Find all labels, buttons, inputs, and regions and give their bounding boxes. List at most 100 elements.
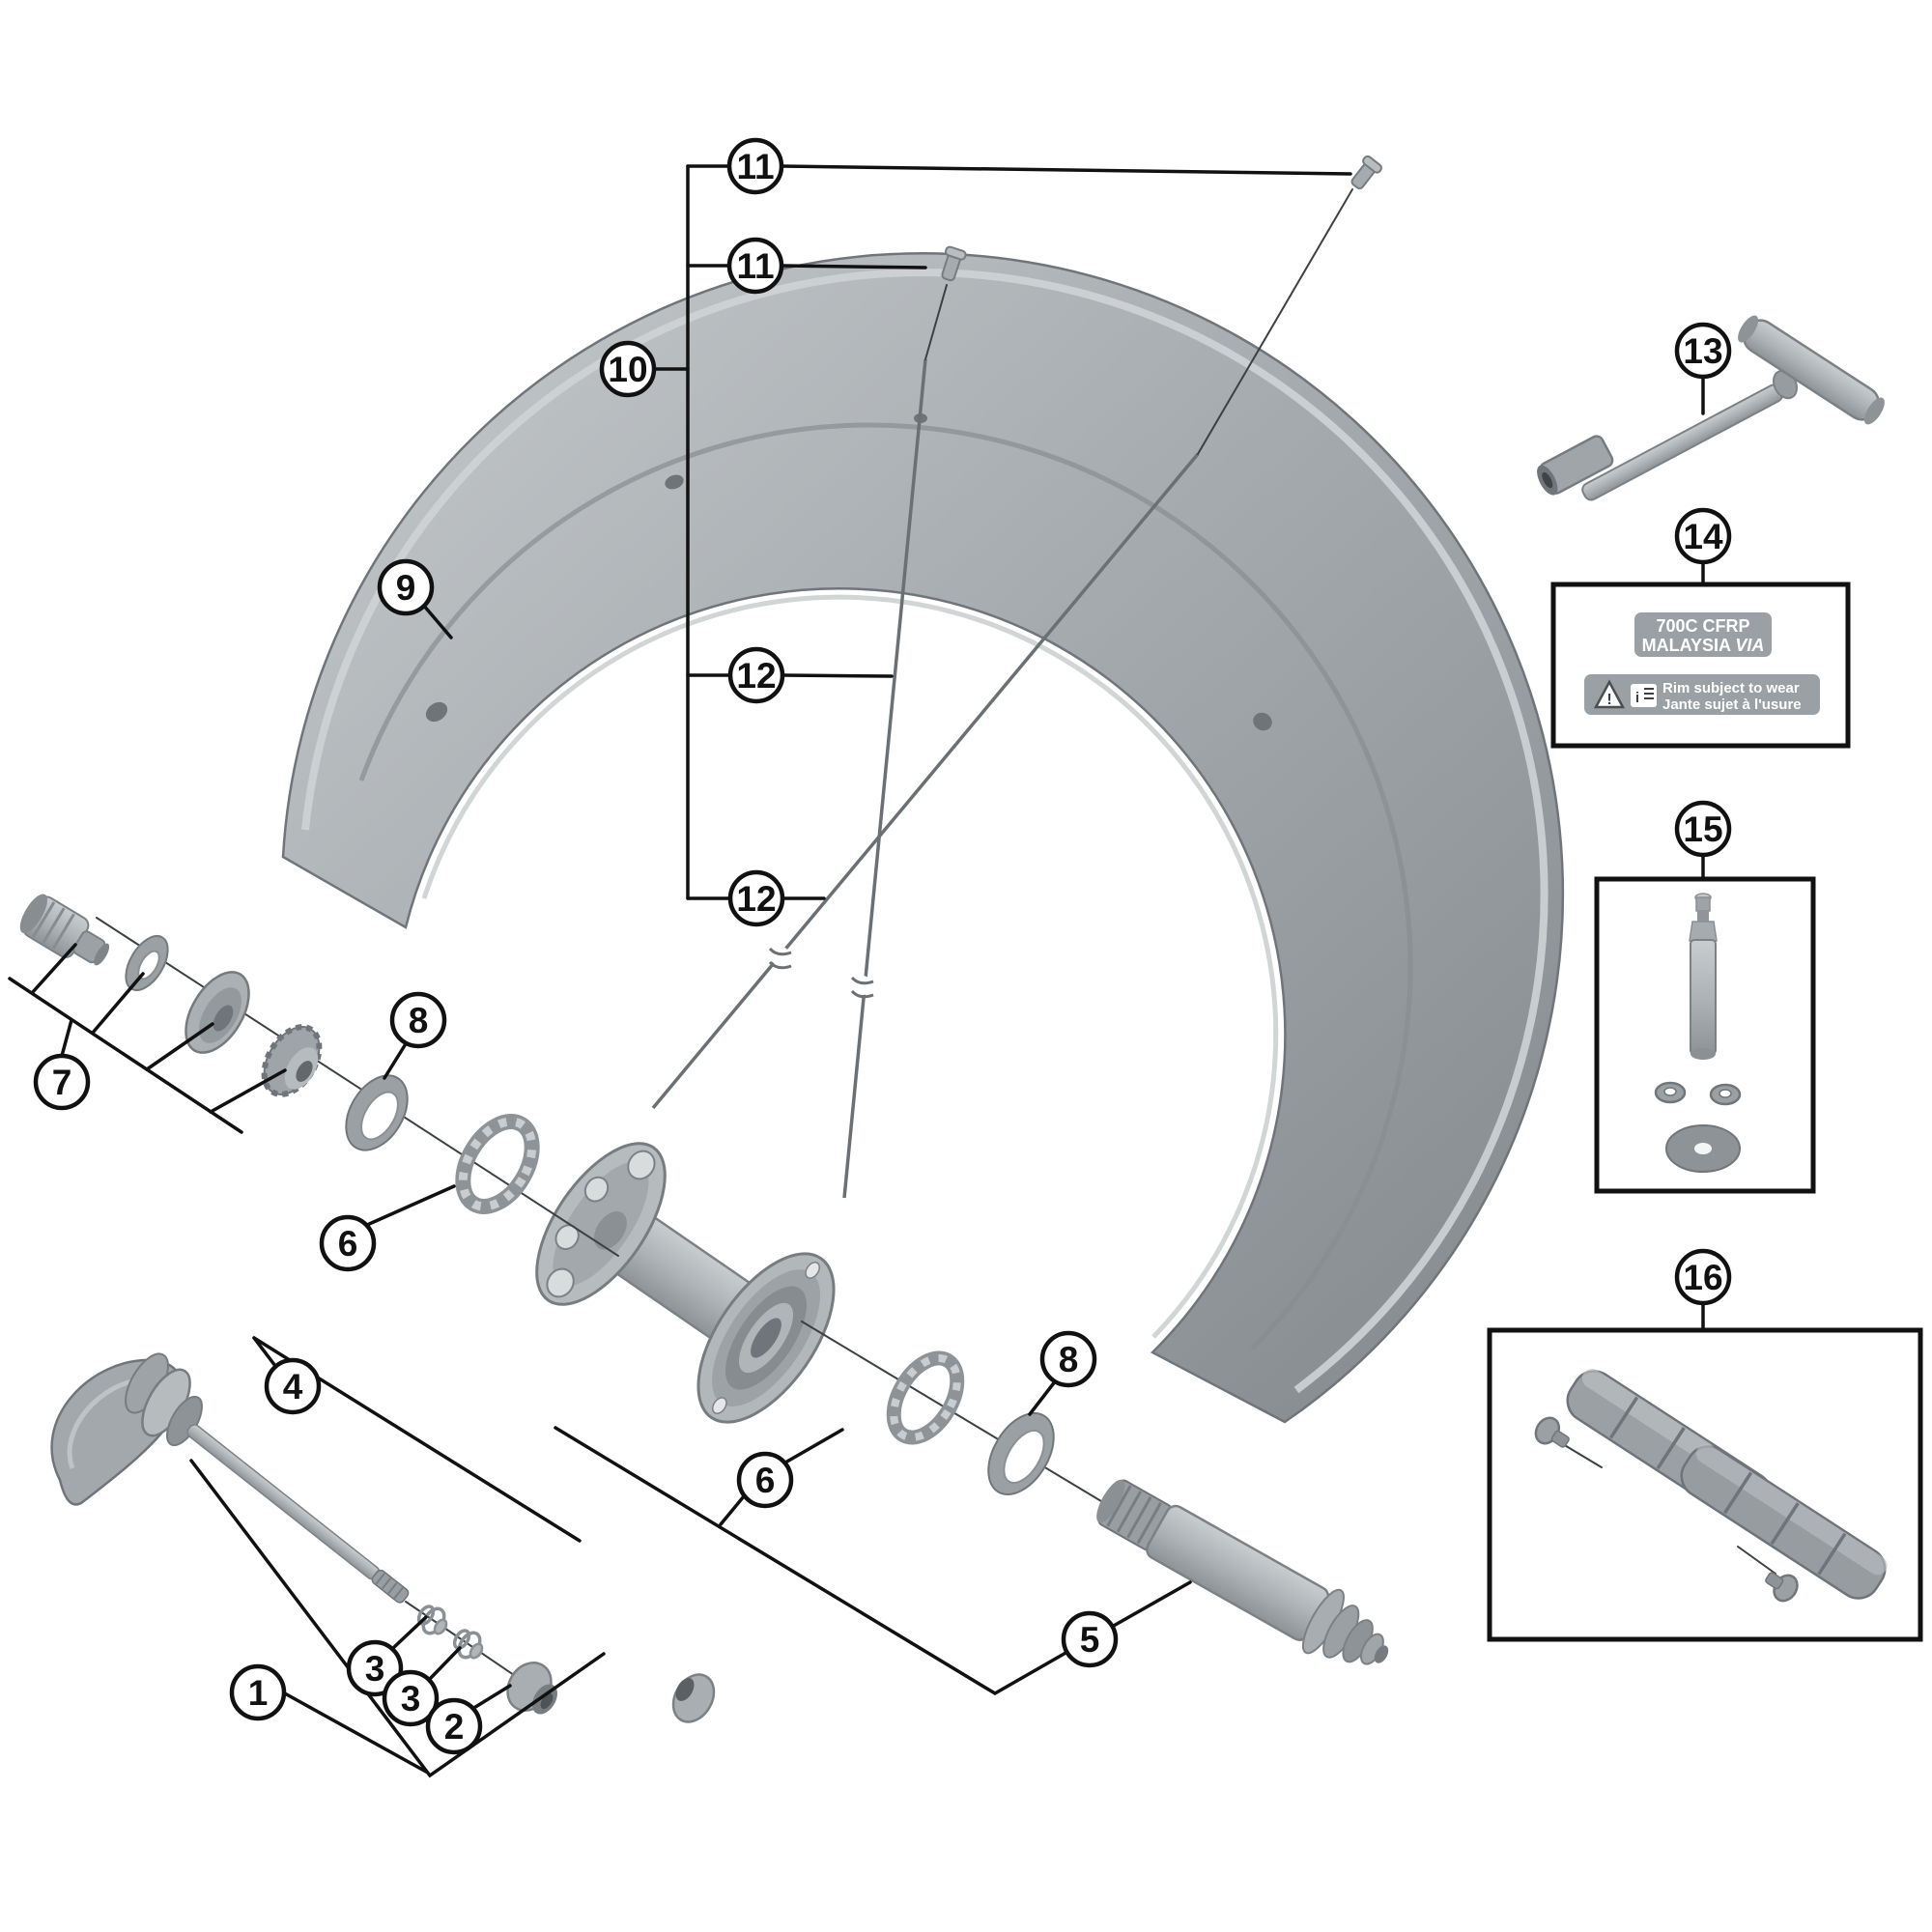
spoke-break-gap [853,976,872,995]
nipple-axis-line [1197,188,1353,455]
warning-text-en: Rim subject to wear [1662,680,1800,696]
leader-lines [8,164,1705,1778]
spoke-wrench [1537,315,1885,501]
end-cap [19,894,110,966]
svg-text:11: 11 [736,246,774,286]
valve-washer-disc [1665,1124,1741,1173]
rim-size-badge [1634,612,1772,657]
callout-10: 10 [599,340,657,398]
seal-ring [987,1412,1055,1495]
front-hub [535,1142,836,1424]
callout-11: 11 [726,137,784,195]
svg-text:5: 5 [1080,1620,1100,1660]
svg-text:8: 8 [1059,1340,1079,1379]
quick-release [50,1352,716,1723]
callout-4: 4 [264,1357,322,1415]
ball-bearing-retainer [886,1350,965,1445]
wrench-handle [1738,315,1885,425]
ball-bearing-retainer [455,1114,540,1214]
right-parts-axis-line [801,1321,1112,1508]
rim [281,252,1565,1424]
callout-8: 8 [1039,1330,1097,1388]
callout-5: 5 [1061,1610,1119,1668]
spoke-nipple [1350,155,1382,190]
callout-14: 14 [1674,507,1732,565]
callout-7: 7 [33,1053,91,1111]
callout-8: 8 [389,991,447,1049]
axle-end-cap [671,1673,716,1723]
svg-text:7: 7 [52,1063,72,1102]
pad-fixing-bolt [1765,1572,1799,1603]
warning-triangle-icon [1593,679,1626,709]
callout-1: 1 [229,1663,287,1721]
valve-parts-box [1594,876,1816,1194]
callout-2: 2 [425,1697,483,1755]
seal-ring [345,1074,409,1151]
rim-body [281,252,1565,1424]
warning-exclamation: ! [1606,692,1611,708]
svg-text:15: 15 [1683,810,1722,849]
callout-3: 3 [346,1639,404,1697]
svg-text:2: 2 [444,1707,465,1747]
rim-spoke-hole [1253,712,1272,731]
callout-12: 12 [727,646,785,704]
svg-text:9: 9 [396,568,416,608]
svg-text:3: 3 [365,1649,385,1689]
brake-pad [1680,1443,1888,1600]
rim-valve-hole [425,701,448,723]
callout-9: 9 [377,558,435,616]
callout-12: 12 [727,869,785,927]
info-i: i [1635,690,1639,706]
hub-right-flange [696,1252,836,1424]
brake-pads-box [1487,1327,1923,1642]
spacer-washer [125,935,169,991]
spokes [651,155,1382,1199]
svg-text:12: 12 [736,656,776,696]
svg-text:6: 6 [755,1461,776,1500]
valve-nut [1654,1081,1687,1104]
qr-spring [452,1629,484,1660]
rim-inner-lip [421,594,1279,1339]
wrench-socket [1537,435,1614,496]
callout-3: 3 [382,1669,440,1727]
callout-6: 6 [736,1451,794,1509]
svg-text:12: 12 [736,879,776,919]
spoke-break-gap [771,947,790,966]
svg-text:4: 4 [283,1367,303,1406]
rim-spoke-hole [665,474,684,490]
svg-text:16: 16 [1683,1258,1722,1297]
wrench-shaft [1581,384,1783,501]
spoke [651,452,1200,1110]
callout-6: 6 [319,1214,377,1272]
pad-fixing-bolt [1534,1416,1570,1448]
rim-label-box: 700C CFRP MALAYSIA VIA ! i Rim subject t… [1550,582,1851,749]
svg-text:1: 1 [248,1673,269,1713]
svg-text:14: 14 [1683,517,1723,556]
left-parts-axis-line [96,917,619,1257]
rim-brake-track [301,269,1548,1394]
svg-text:13: 13 [1683,331,1722,371]
hub-left-flange [535,1142,667,1306]
svg-text:3: 3 [401,1679,421,1719]
warning-text-fr: Jante sujet à l'usure [1662,696,1802,713]
rim-origin-text: MALAYSIA VIA [1642,636,1765,655]
spoke-break-mark [768,947,792,970]
qr-skewer-rod [186,1424,410,1604]
callout-11: 11 [726,237,784,295]
spoke [842,358,927,1199]
valve-nut [1709,1083,1742,1106]
callout-13: 13 [1674,322,1732,380]
svg-text:10: 10 [608,350,647,389]
hub-axle [1096,1479,1389,1665]
rim-crease [358,422,1413,1350]
spoke-break-mark [850,976,874,999]
cone-lock-nut [261,1024,323,1097]
nipple-axis-line [924,284,948,360]
callout-15: 15 [1674,800,1732,858]
svg-text:8: 8 [409,1001,429,1040]
callout-16: 16 [1674,1248,1732,1306]
svg-text:11: 11 [736,147,774,186]
via-logo: VIA [1735,636,1764,655]
spoke-nipple [941,245,967,282]
